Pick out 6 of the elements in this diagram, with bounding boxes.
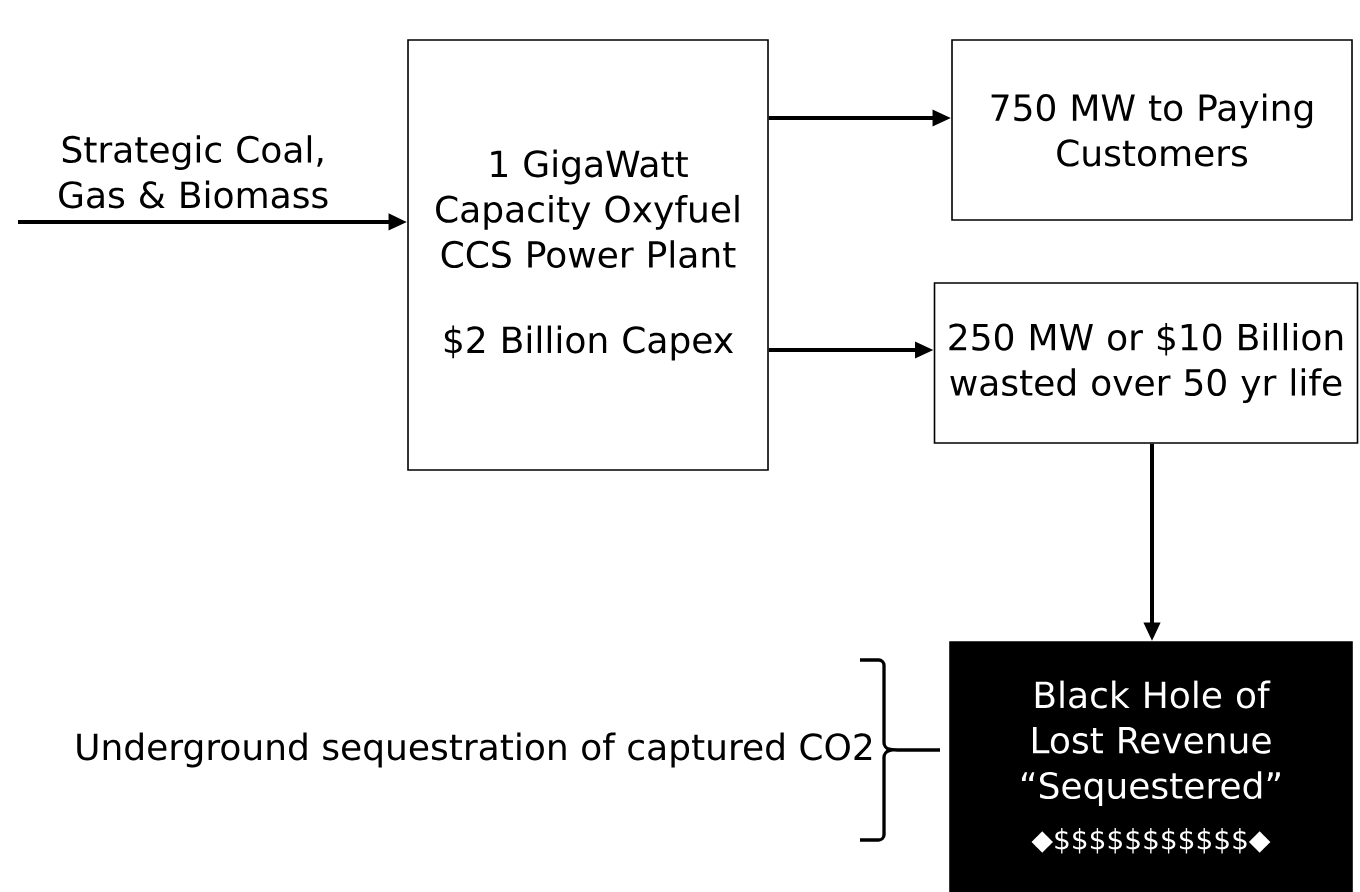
output-box: 250 MW or $10 Billion wasted over 50 yr life [933, 282, 1359, 444]
process-box: 1 GigaWatt Capacity Oxyfuel CCS Power Plant $2 Billion Capex [407, 39, 769, 471]
edge-label: Strategic Coal, Gas & Biomass [59, 135, 328, 209]
output-box: 750 MW to Paying Customers [951, 39, 1353, 221]
result-box: Black Hole of Lost Revenue “Sequestered” ◆$$$$$$$$$$$◆ [949, 641, 1353, 892]
note-text: Underground sequestration of captured CO2 [77, 732, 872, 768]
